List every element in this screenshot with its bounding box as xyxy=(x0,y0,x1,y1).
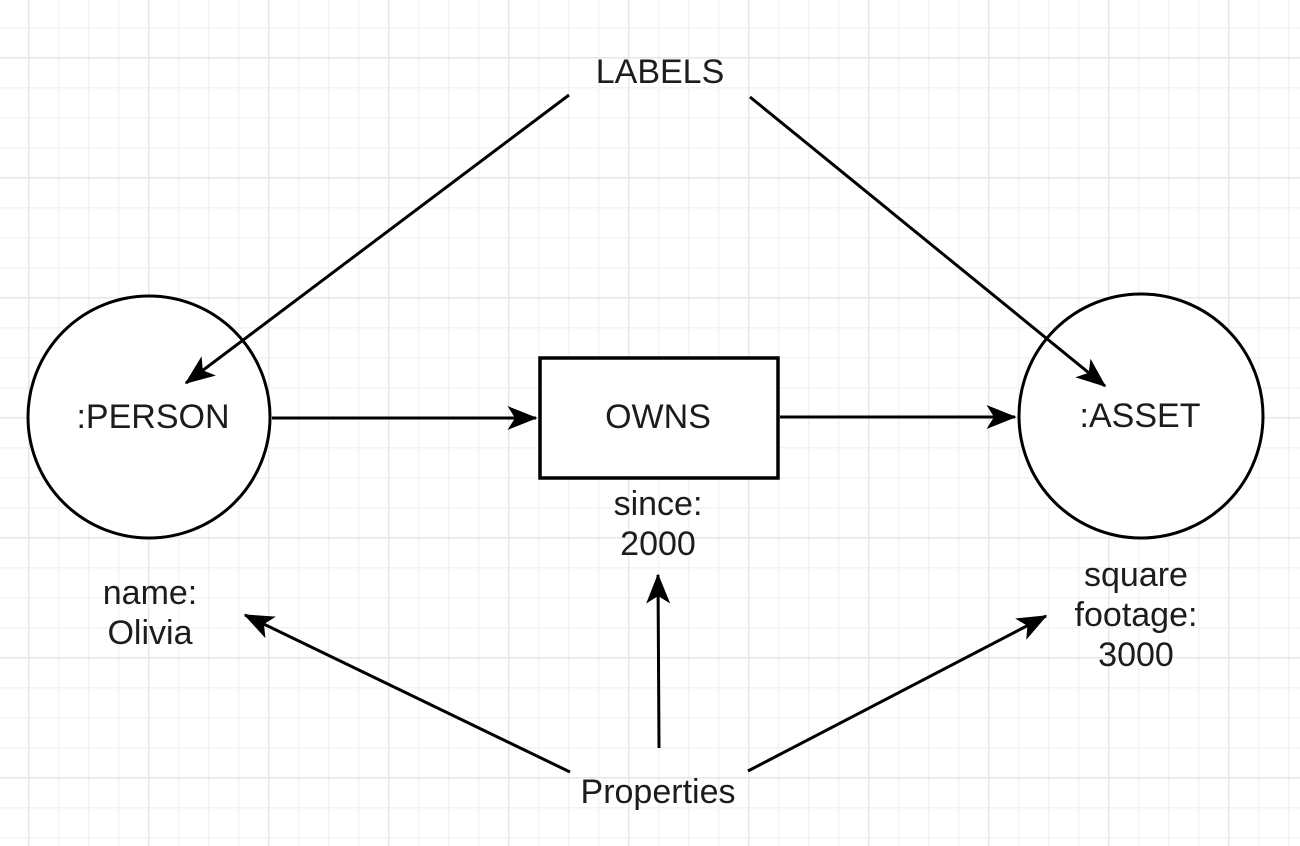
relationship-properties-text: since: 2000 xyxy=(614,484,703,564)
properties-arrow-to-name xyxy=(243,613,571,774)
person-property-line: Olivia xyxy=(107,614,193,652)
person-node-label: :PERSON xyxy=(76,398,230,436)
labels-arrow-to-person xyxy=(184,93,570,385)
owns-relationship-box xyxy=(538,356,780,480)
asset-node-label: :ASSET xyxy=(1079,397,1201,435)
person-properties-text: name: Olivia xyxy=(103,573,198,653)
labels-annotation-title: LABELS xyxy=(595,53,725,91)
properties-annotation-title: Properties xyxy=(580,773,736,811)
asset-properties-text: square footage: 3000 xyxy=(1075,555,1198,675)
relationship-property-line: since: xyxy=(613,485,703,523)
person-property-line: name: xyxy=(102,574,198,612)
properties-arrow-to-footage xyxy=(747,614,1048,773)
asset-property-line: footage: xyxy=(1074,596,1198,634)
relationship-property-line: 2000 xyxy=(620,525,696,563)
properties-arrow-to-since xyxy=(646,573,671,749)
labels-arrow-to-asset xyxy=(749,95,1107,388)
asset-property-line: square xyxy=(1084,556,1188,594)
asset-property-line: 3000 xyxy=(1098,636,1174,674)
owns-relationship-label: OWNS xyxy=(605,398,711,436)
asset-node-circle xyxy=(1017,292,1265,540)
